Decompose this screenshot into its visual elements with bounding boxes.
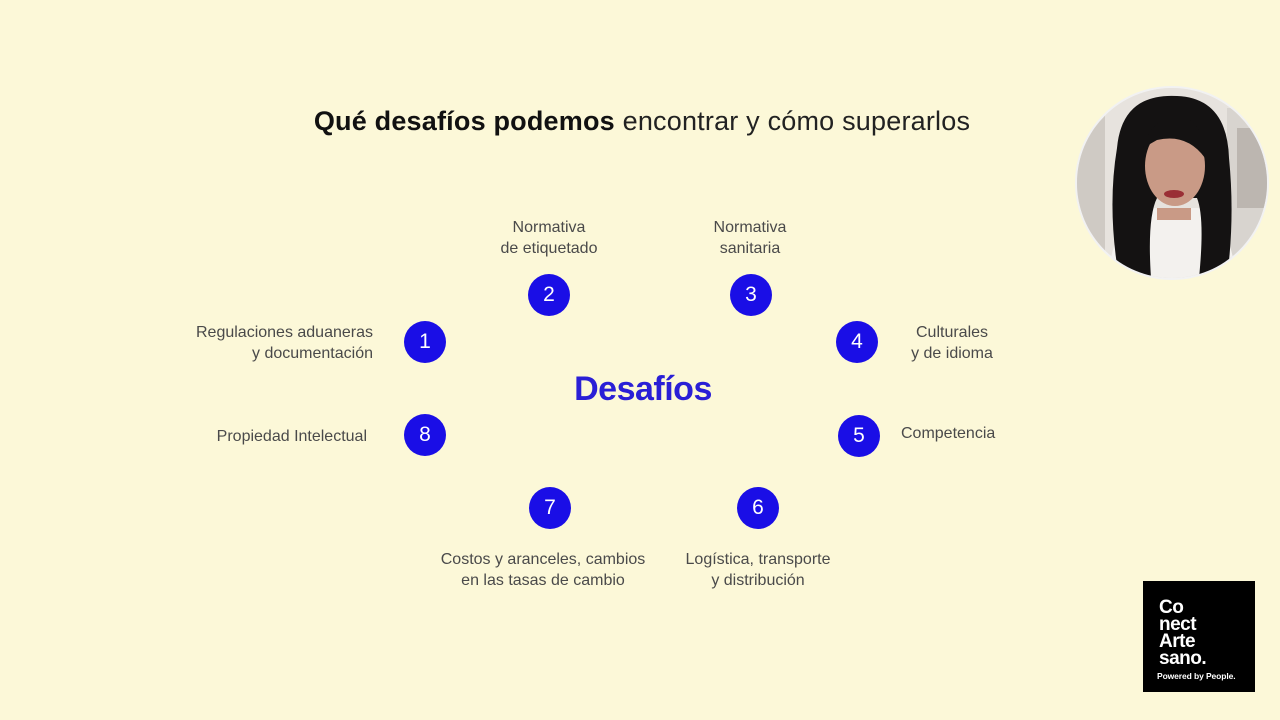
challenge-number-4: 4 xyxy=(836,321,878,363)
logo-wordmark: Co nect Arte sano. xyxy=(1159,597,1207,669)
challenge-label-5: Competencia xyxy=(901,425,996,442)
slide-title-bold: Qué desafíos podemos xyxy=(313,106,615,136)
presenter-illustration xyxy=(1077,88,1267,278)
challenge-number-7: 7 xyxy=(529,487,571,529)
center-label: Desafíos xyxy=(574,370,712,408)
challenge-label-2: Normativa de etiquetado xyxy=(500,219,598,257)
logo-tagline: Powered by People. xyxy=(1157,671,1236,681)
slide-title-rest: encontrar y cómo superarlos xyxy=(622,106,971,136)
challenge-label-3: Normativa sanitaria xyxy=(713,219,787,257)
challenge-label-7: Costos y aranceles, cambios en las tasas… xyxy=(440,551,646,589)
presenter-webcam xyxy=(1075,86,1269,280)
challenge-number-8: 8 xyxy=(404,414,446,456)
challenge-label-8: Propiedad Intelectual xyxy=(216,428,367,445)
challenge-number-2: 2 xyxy=(528,274,570,316)
challenge-number-1: 1 xyxy=(404,321,446,363)
conectartesano-logo: Co nect Arte sano. Powered by People. xyxy=(1143,581,1255,692)
challenge-number-5: 5 xyxy=(838,415,880,457)
slide-title: Qué desafíos podemos encontrar y cómo su… xyxy=(0,106,1280,137)
challenge-label-6: Logística, transporte y distribución xyxy=(685,551,831,589)
challenge-label-1: Regulaciones aduaneras y documentación xyxy=(195,324,373,362)
challenge-number-6: 6 xyxy=(737,487,779,529)
challenge-number-3: 3 xyxy=(730,274,772,316)
challenge-label-4: Culturales y de idioma xyxy=(911,324,993,362)
